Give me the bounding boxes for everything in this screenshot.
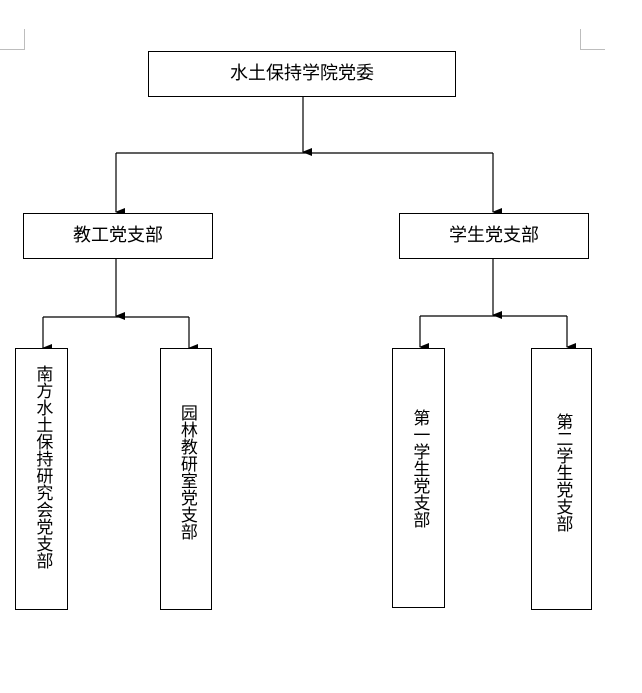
- leaf-node-landscape-teaching: 园林教研室党支部: [160, 348, 212, 610]
- leaf-node-label: 第一学生党支部: [409, 409, 430, 528]
- leaf-node-label: 第二学生党支部: [552, 413, 573, 532]
- leaf-node-label: 南方水土保持研究会党支部: [32, 365, 53, 569]
- branch-node-label: 学生党支部: [449, 225, 539, 246]
- branch-node-teacher: 教工党支部: [23, 213, 213, 259]
- branch-node-student: 学生党支部: [399, 213, 589, 259]
- root-node: 水土保持学院党委: [148, 51, 456, 97]
- crop-mark-top-left: [0, 29, 25, 50]
- leaf-node-second-student: 第二学生党支部: [531, 348, 592, 610]
- branch-node-label: 教工党支部: [73, 225, 163, 246]
- leaf-node-first-student: 第一学生党支部: [392, 348, 445, 608]
- leaf-node-south-soil-conservation: 南方水土保持研究会党支部: [15, 348, 68, 610]
- leaf-node-label: 园林教研室党支部: [176, 404, 197, 540]
- root-node-label: 水土保持学院党委: [230, 63, 374, 84]
- crop-mark-top-right: [580, 29, 605, 50]
